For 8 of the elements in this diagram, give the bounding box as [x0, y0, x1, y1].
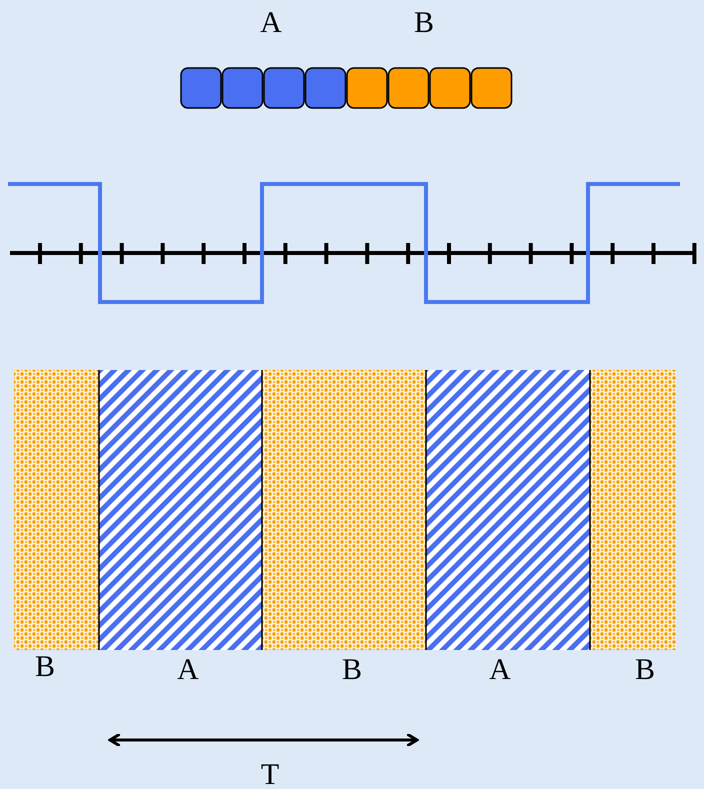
block-label: B	[414, 8, 434, 38]
period-label: T	[260, 760, 280, 789]
phase-label: A	[177, 655, 199, 685]
block-label: A	[260, 8, 282, 38]
phase-label: B	[635, 655, 655, 685]
phase-label: A	[489, 655, 511, 685]
phase-label: B	[342, 655, 362, 685]
phase-label: B	[35, 652, 55, 682]
